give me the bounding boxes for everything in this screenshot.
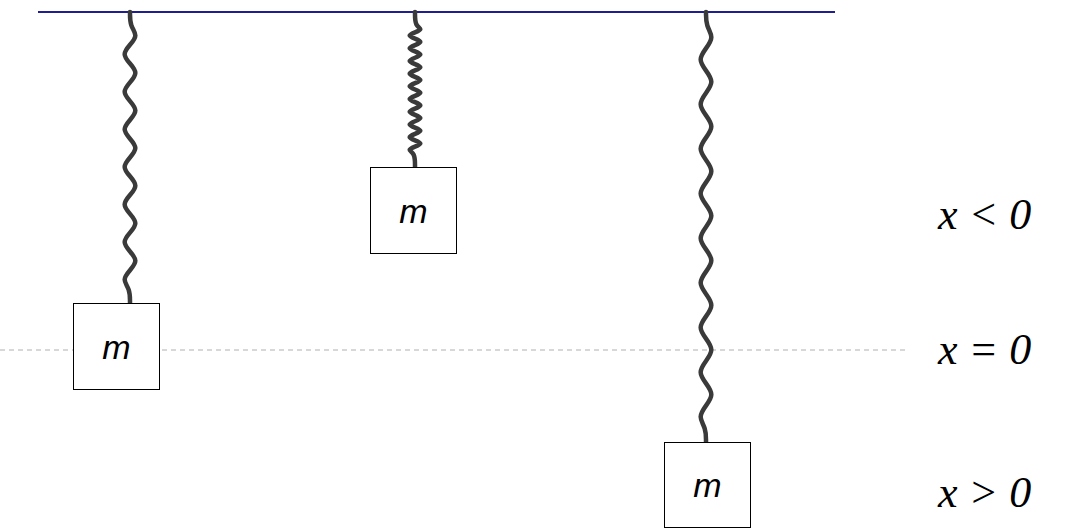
- mass-box: m: [73, 303, 160, 390]
- ceiling: [38, 11, 835, 13]
- spring: [410, 12, 421, 167]
- mass-label: m: [102, 330, 130, 364]
- mass-label: m: [399, 194, 427, 228]
- position-label: x > 0: [938, 471, 1031, 515]
- spring: [701, 12, 712, 442]
- mass-box: m: [664, 442, 751, 528]
- mass-box: m: [370, 167, 457, 254]
- position-label: x < 0: [938, 193, 1031, 237]
- position-label: x = 0: [938, 328, 1031, 372]
- springs: [125, 12, 712, 442]
- spring: [125, 12, 136, 303]
- mass-label: m: [693, 468, 721, 502]
